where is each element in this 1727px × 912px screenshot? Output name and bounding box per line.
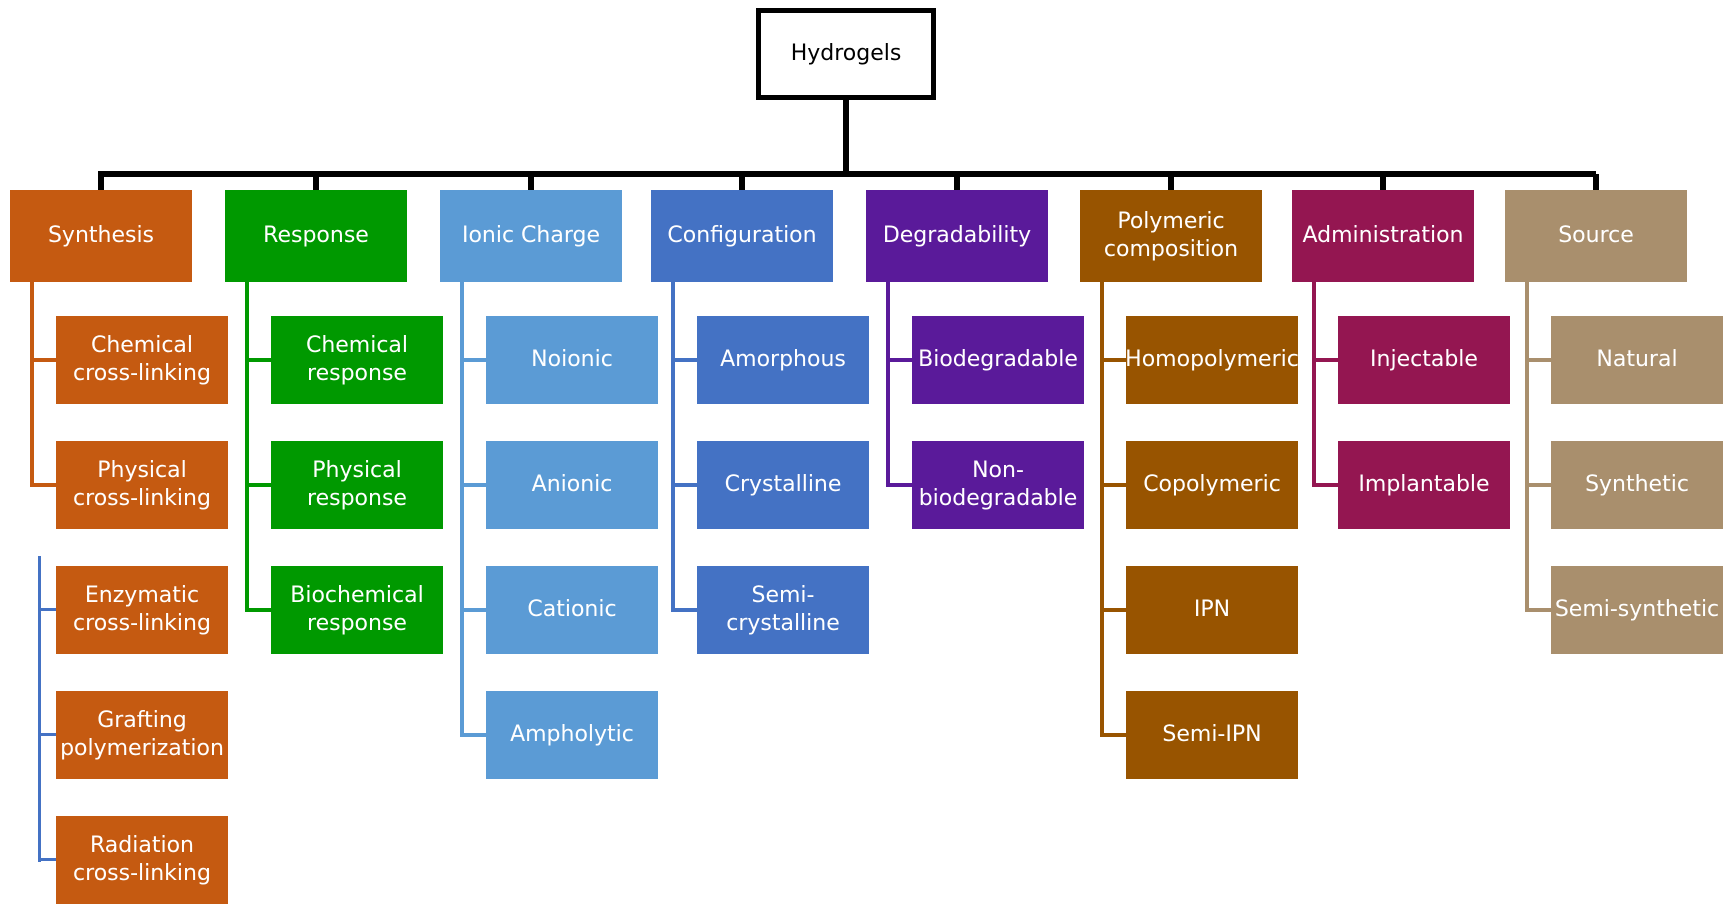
spine-line-source (1525, 282, 1529, 612)
elbow-line-polymeric-composition-2 (1100, 608, 1126, 612)
child-amorphous: Amorphous (697, 316, 869, 404)
elbow-line-response-1 (245, 483, 271, 487)
category-configuration: Configuration (651, 190, 833, 282)
elbow-line-ionic-charge-3 (460, 733, 486, 737)
category-ionic-charge: Ionic Charge (440, 190, 622, 282)
elbow-line-degradability-1 (886, 483, 912, 487)
category-administration: Administration (1292, 190, 1474, 282)
elbow-line-ionic-charge-0 (460, 358, 486, 362)
spine-line-ionic-charge (460, 282, 464, 737)
category-response: Response (225, 190, 407, 282)
category-source: Source (1505, 190, 1687, 282)
child-synthetic: Synthetic (1551, 441, 1723, 529)
elbow-line-response-2 (245, 608, 271, 612)
spine-line-degradability (886, 282, 890, 487)
spine-line-administration (1312, 282, 1316, 487)
spine-line-configuration (671, 282, 675, 612)
drop-line-administration (1380, 174, 1386, 190)
elbow-line-polymeric-composition-1 (1100, 483, 1126, 487)
child-copolymeric: Copolymeric (1126, 441, 1298, 529)
elbow-line-configuration-1 (671, 483, 697, 487)
top-bus-line (98, 171, 1596, 177)
drop-line-ionic-charge (528, 174, 534, 190)
drop-line-source (1593, 174, 1599, 190)
elbow-line-source-2 (1525, 608, 1551, 612)
child-implantable: Implantable (1338, 441, 1510, 529)
child-noionic: Noionic (486, 316, 658, 404)
elbow-line-degradability-0 (886, 358, 912, 362)
root-node: Hydrogels (756, 8, 936, 100)
drop-line-configuration (739, 174, 745, 190)
child-ampholytic: Ampholytic (486, 691, 658, 779)
elbow-line-synthesis-4 (38, 858, 56, 861)
child-biodegradable: Biodegradable (912, 316, 1084, 404)
drop-line-polymeric-composition (1168, 174, 1174, 190)
elbow-line-polymeric-composition-3 (1100, 733, 1126, 737)
child-semi-ipn: Semi-IPN (1126, 691, 1298, 779)
child-homopolymeric: Homopolymeric (1125, 316, 1299, 404)
child-injectable: Injectable (1338, 316, 1510, 404)
spine-line-synthesis-lower (38, 556, 41, 862)
elbow-line-synthesis-3 (38, 733, 56, 736)
drop-line-degradability (954, 174, 960, 190)
elbow-line-configuration-0 (671, 358, 697, 362)
elbow-line-polymeric-composition-0 (1100, 358, 1126, 362)
spine-line-polymeric-composition (1100, 282, 1104, 737)
elbow-line-source-0 (1525, 358, 1551, 362)
elbow-line-administration-1 (1312, 483, 1338, 487)
elbow-line-ionic-charge-2 (460, 608, 486, 612)
child-crystalline: Crystalline (697, 441, 869, 529)
category-degradability: Degradability (866, 190, 1048, 282)
elbow-line-source-1 (1525, 483, 1551, 487)
category-synthesis: Synthesis (10, 190, 192, 282)
child-anionic: Anionic (486, 441, 658, 529)
root-stem-line (843, 100, 849, 172)
child-non-biodegradable: Non-biodegradable (912, 441, 1084, 529)
elbow-line-synthesis-1 (30, 483, 56, 487)
elbow-line-ionic-charge-1 (460, 483, 486, 487)
spine-line-response (245, 282, 249, 612)
elbow-line-configuration-2 (671, 608, 697, 612)
spine-line-synthesis (30, 282, 34, 487)
elbow-line-synthesis-2 (38, 608, 56, 611)
child-semi-synthetic: Semi-synthetic (1551, 566, 1723, 654)
child-ipn: IPN (1126, 566, 1298, 654)
elbow-line-administration-0 (1312, 358, 1338, 362)
child-cationic: Cationic (486, 566, 658, 654)
child-natural: Natural (1551, 316, 1723, 404)
drop-line-synthesis (98, 174, 104, 190)
elbow-line-response-0 (245, 358, 271, 362)
drop-line-response (313, 174, 319, 190)
child-semi-crystalline: Semi-crystalline (697, 566, 869, 654)
elbow-line-synthesis-0 (30, 358, 56, 362)
